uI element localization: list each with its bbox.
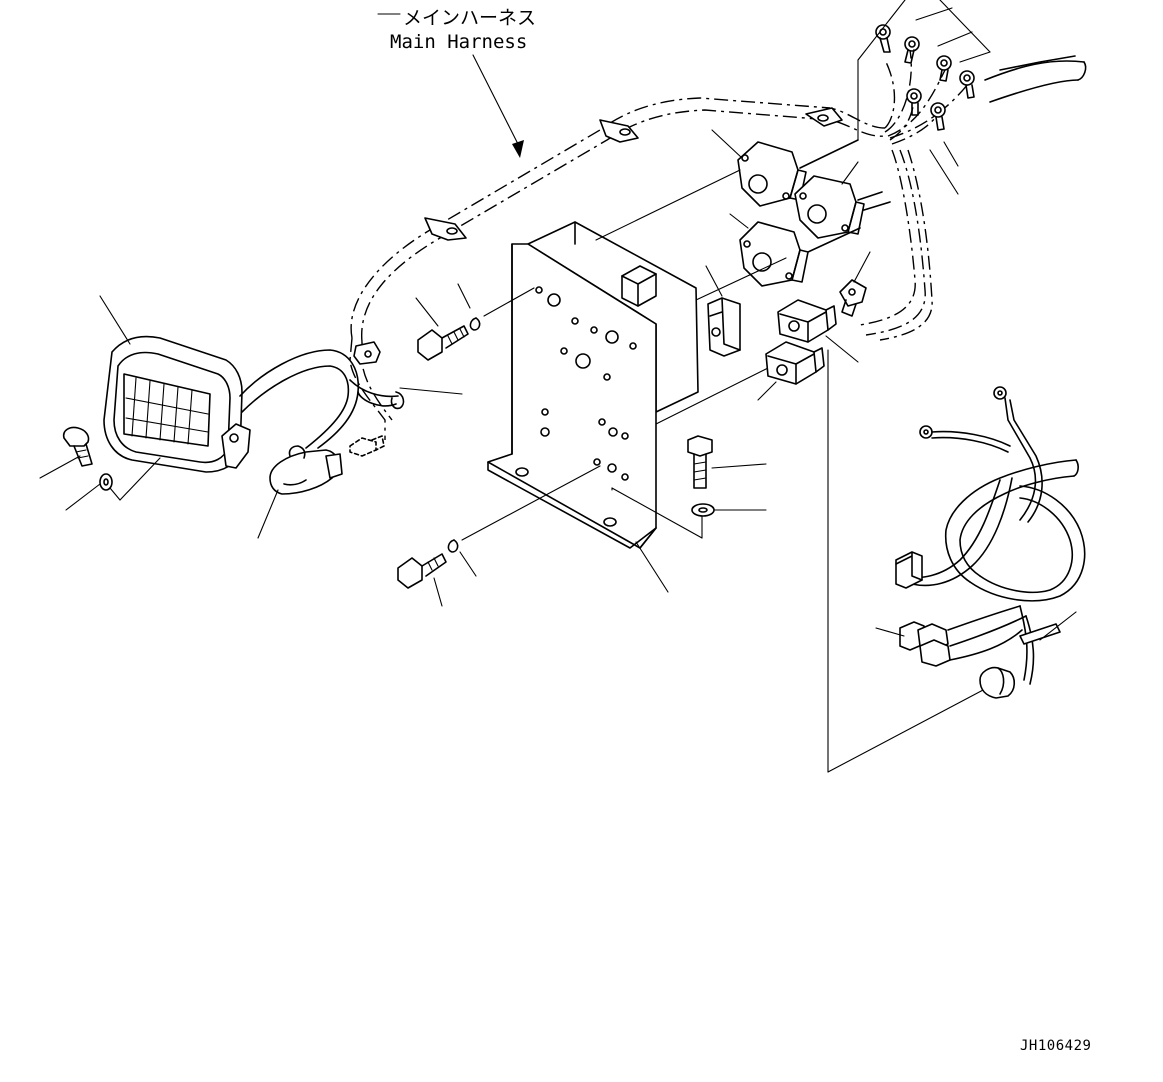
cable-background bbox=[984, 55, 1087, 103]
light-bolt bbox=[62, 426, 93, 467]
relay-switch-middle bbox=[794, 175, 891, 239]
cable-bundle bbox=[895, 386, 1086, 685]
leader-line bbox=[711, 463, 767, 469]
mounting-bracket bbox=[487, 243, 657, 549]
ring-terminal bbox=[906, 88, 922, 116]
light-washer bbox=[99, 473, 113, 491]
ring-terminal bbox=[936, 55, 952, 82]
harness-label-leader bbox=[377, 13, 524, 158]
harness-clamp bbox=[805, 107, 843, 127]
bundle-sensor bbox=[979, 623, 1061, 699]
leader-line bbox=[929, 149, 959, 195]
rocker-switch-upper bbox=[777, 299, 837, 343]
washer-right bbox=[691, 503, 715, 517]
leader-line bbox=[841, 161, 859, 185]
ring-terminal bbox=[904, 36, 920, 64]
rocker-switch-side bbox=[707, 297, 741, 357]
leader-line bbox=[729, 213, 749, 229]
harness-label-japanese: メインハーネス bbox=[403, 7, 536, 29]
washer-upper bbox=[469, 317, 481, 331]
harness-clip bbox=[353, 341, 405, 410]
leader-line bbox=[99, 295, 131, 345]
leader-line bbox=[711, 129, 743, 159]
leader-line bbox=[757, 381, 777, 401]
leader-line bbox=[457, 283, 471, 309]
leader-line bbox=[875, 627, 905, 637]
leader-line bbox=[415, 297, 439, 327]
bolt-lower bbox=[397, 553, 447, 589]
ring-terminal bbox=[930, 102, 946, 131]
light-leaders bbox=[39, 455, 161, 511]
rocker-switch-lower bbox=[765, 341, 825, 385]
leader-line bbox=[399, 387, 463, 395]
bolt-vertical bbox=[687, 435, 713, 489]
leader-line bbox=[483, 287, 535, 317]
harness-clamp bbox=[424, 217, 467, 241]
bolt-upper bbox=[417, 325, 469, 361]
bracket-leader bbox=[595, 169, 787, 593]
ring-terminal bbox=[875, 24, 891, 53]
leader-line bbox=[461, 465, 601, 541]
bundle-terminal bbox=[899, 621, 951, 667]
relay-switch-upper bbox=[737, 139, 859, 207]
harness-connector bbox=[349, 435, 385, 457]
light-cable bbox=[239, 349, 399, 449]
light-connector bbox=[269, 445, 343, 495]
ring-terminal bbox=[959, 70, 975, 99]
right-bracket-lines bbox=[827, 349, 1003, 773]
leader-line bbox=[825, 335, 859, 363]
leader-line bbox=[853, 251, 871, 283]
leader-line bbox=[433, 577, 443, 607]
leader-line bbox=[705, 265, 723, 297]
washer-lower bbox=[447, 539, 459, 553]
leader-line bbox=[1039, 611, 1077, 641]
harness-label-english: Main Harness bbox=[390, 31, 527, 53]
leader-line bbox=[943, 141, 959, 167]
harness-clamp bbox=[599, 119, 639, 143]
terminal-bracket-lines bbox=[857, 0, 991, 141]
connector-elbow bbox=[839, 279, 867, 317]
leader-line bbox=[257, 489, 279, 539]
work-light bbox=[103, 335, 251, 473]
leader-line bbox=[459, 551, 477, 577]
drawing-id: JH106429 bbox=[1020, 1038, 1091, 1054]
